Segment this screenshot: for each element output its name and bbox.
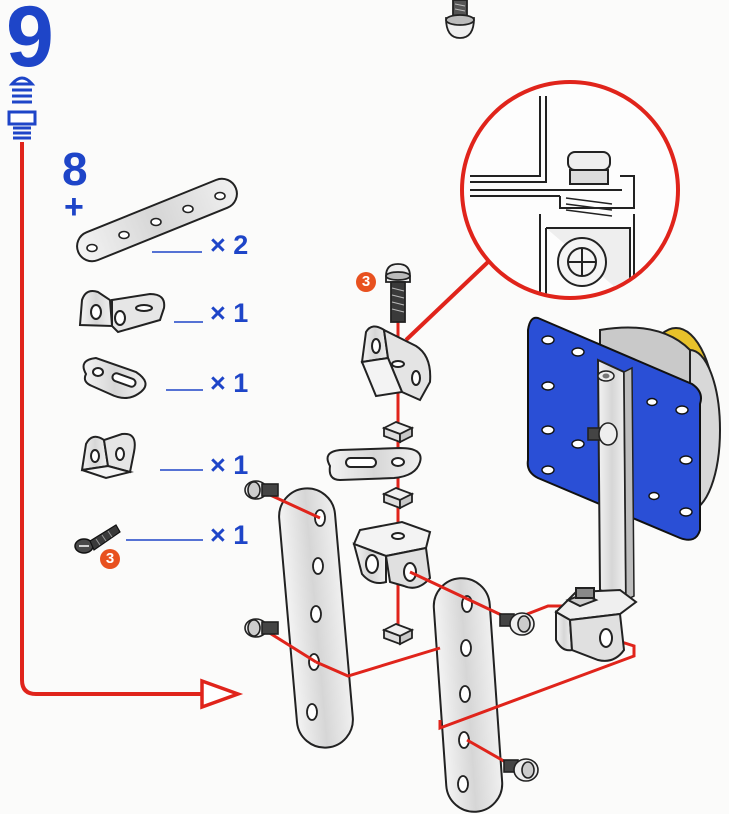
assembly-bolt-callout: 3 <box>356 272 376 292</box>
slotted-link <box>326 446 422 482</box>
quantity-slotted-link: × 1 <box>210 368 249 398</box>
previous-step-number: 8 <box>62 143 88 195</box>
bolt-size-callout: 3 <box>100 549 120 569</box>
bolt-left-bottom <box>244 618 279 638</box>
quantity-bolt: × 1 <box>210 520 249 550</box>
square-nut-2 <box>381 487 415 510</box>
detail-magnifier <box>404 80 680 342</box>
plus-sign: + <box>64 188 84 226</box>
left-strip <box>278 487 354 749</box>
lower-right-bracket <box>554 587 638 662</box>
quantity-double-bracket: × 1 <box>210 298 249 328</box>
part-slotted-link-icon <box>82 356 147 399</box>
guide-line <box>20 142 202 696</box>
long-vertical-strip <box>596 358 635 602</box>
square-nut-3 <box>381 623 415 646</box>
quantity-strip: × 2 <box>210 230 249 260</box>
quantity-angle-bracket: × 1 <box>210 450 249 480</box>
top-bolt <box>445 0 475 39</box>
part-strip-icon <box>76 177 238 263</box>
bolt-right-middle <box>499 612 535 636</box>
assembly-bolt <box>385 263 411 323</box>
part-angle-bracket-icon <box>80 432 136 480</box>
bolt-right-bottom <box>503 758 539 782</box>
step-number: 9 <box>6 0 54 85</box>
part-double-bracket-icon <box>78 290 166 334</box>
bolt-left-top <box>244 480 279 500</box>
lower-double-bracket <box>352 520 432 589</box>
upper-angle-bracket <box>360 325 432 402</box>
part-bolt-icon <box>74 524 121 554</box>
square-nut-1 <box>381 421 415 444</box>
plate-bolt <box>587 422 618 446</box>
right-strip <box>432 577 504 813</box>
tool-icon <box>7 76 37 140</box>
guide-arrowhead <box>200 678 244 710</box>
